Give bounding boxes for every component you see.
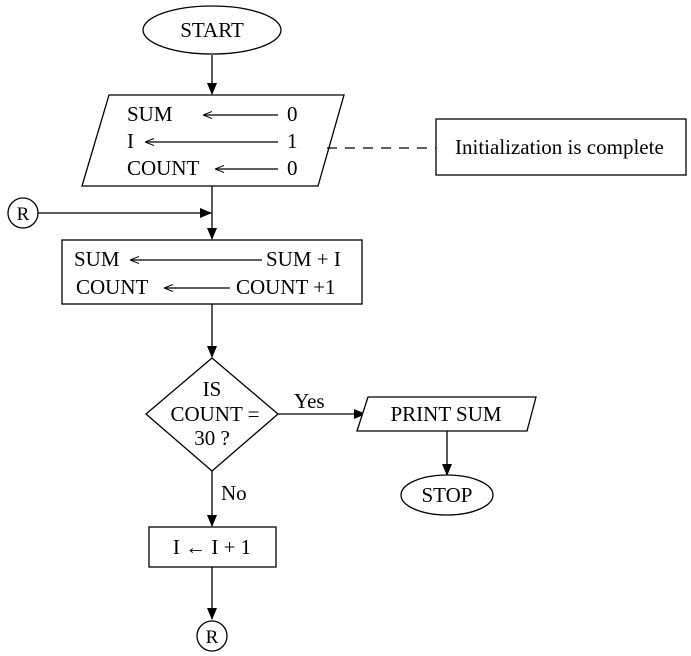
- annotation-text: Initialization is complete: [455, 135, 664, 159]
- init-val-i: 1: [287, 129, 298, 153]
- init-var-sum: SUM: [127, 102, 173, 126]
- yes-label: Yes: [294, 389, 325, 413]
- decision-diamond: IS COUNT = 30 ?: [145, 357, 279, 472]
- init-var-count: COUNT: [127, 156, 200, 180]
- print-parallelogram: PRINT SUM: [356, 396, 537, 432]
- start-label: START: [180, 18, 244, 42]
- connector-r-in: R: [7, 197, 39, 229]
- decision-line-1: IS: [203, 377, 222, 401]
- stop-label: STOP: [422, 483, 473, 507]
- connector-r-out: R: [196, 620, 228, 652]
- stop-terminal: STOP: [400, 474, 494, 516]
- connector-r-in-label: R: [17, 204, 30, 225]
- start-terminal: START: [142, 5, 282, 55]
- connector-r-out-label: R: [206, 627, 219, 648]
- increment-box: I ← I + 1: [148, 526, 277, 568]
- process-right-sum: SUM + I: [266, 247, 341, 271]
- init-val-sum: 0: [287, 102, 298, 126]
- increment-label: I ← I + 1: [173, 535, 251, 559]
- process-box: SUM SUM + I COUNT COUNT +1: [61, 239, 363, 305]
- decision-line-3: 30 ?: [194, 426, 230, 450]
- init-val-count: 0: [287, 156, 298, 180]
- process-right-count: COUNT +1: [236, 275, 336, 299]
- annotation-box: Initialization is complete: [435, 118, 687, 176]
- process-left-sum: SUM: [74, 247, 120, 271]
- decision-line-2: COUNT =: [170, 402, 259, 426]
- init-var-i: I: [127, 129, 134, 153]
- init-parallelogram: SUM 0 I 1 COUNT 0: [81, 94, 345, 187]
- no-label: No: [221, 481, 247, 505]
- print-label: PRINT SUM: [390, 402, 501, 426]
- process-left-count: COUNT: [76, 275, 149, 299]
